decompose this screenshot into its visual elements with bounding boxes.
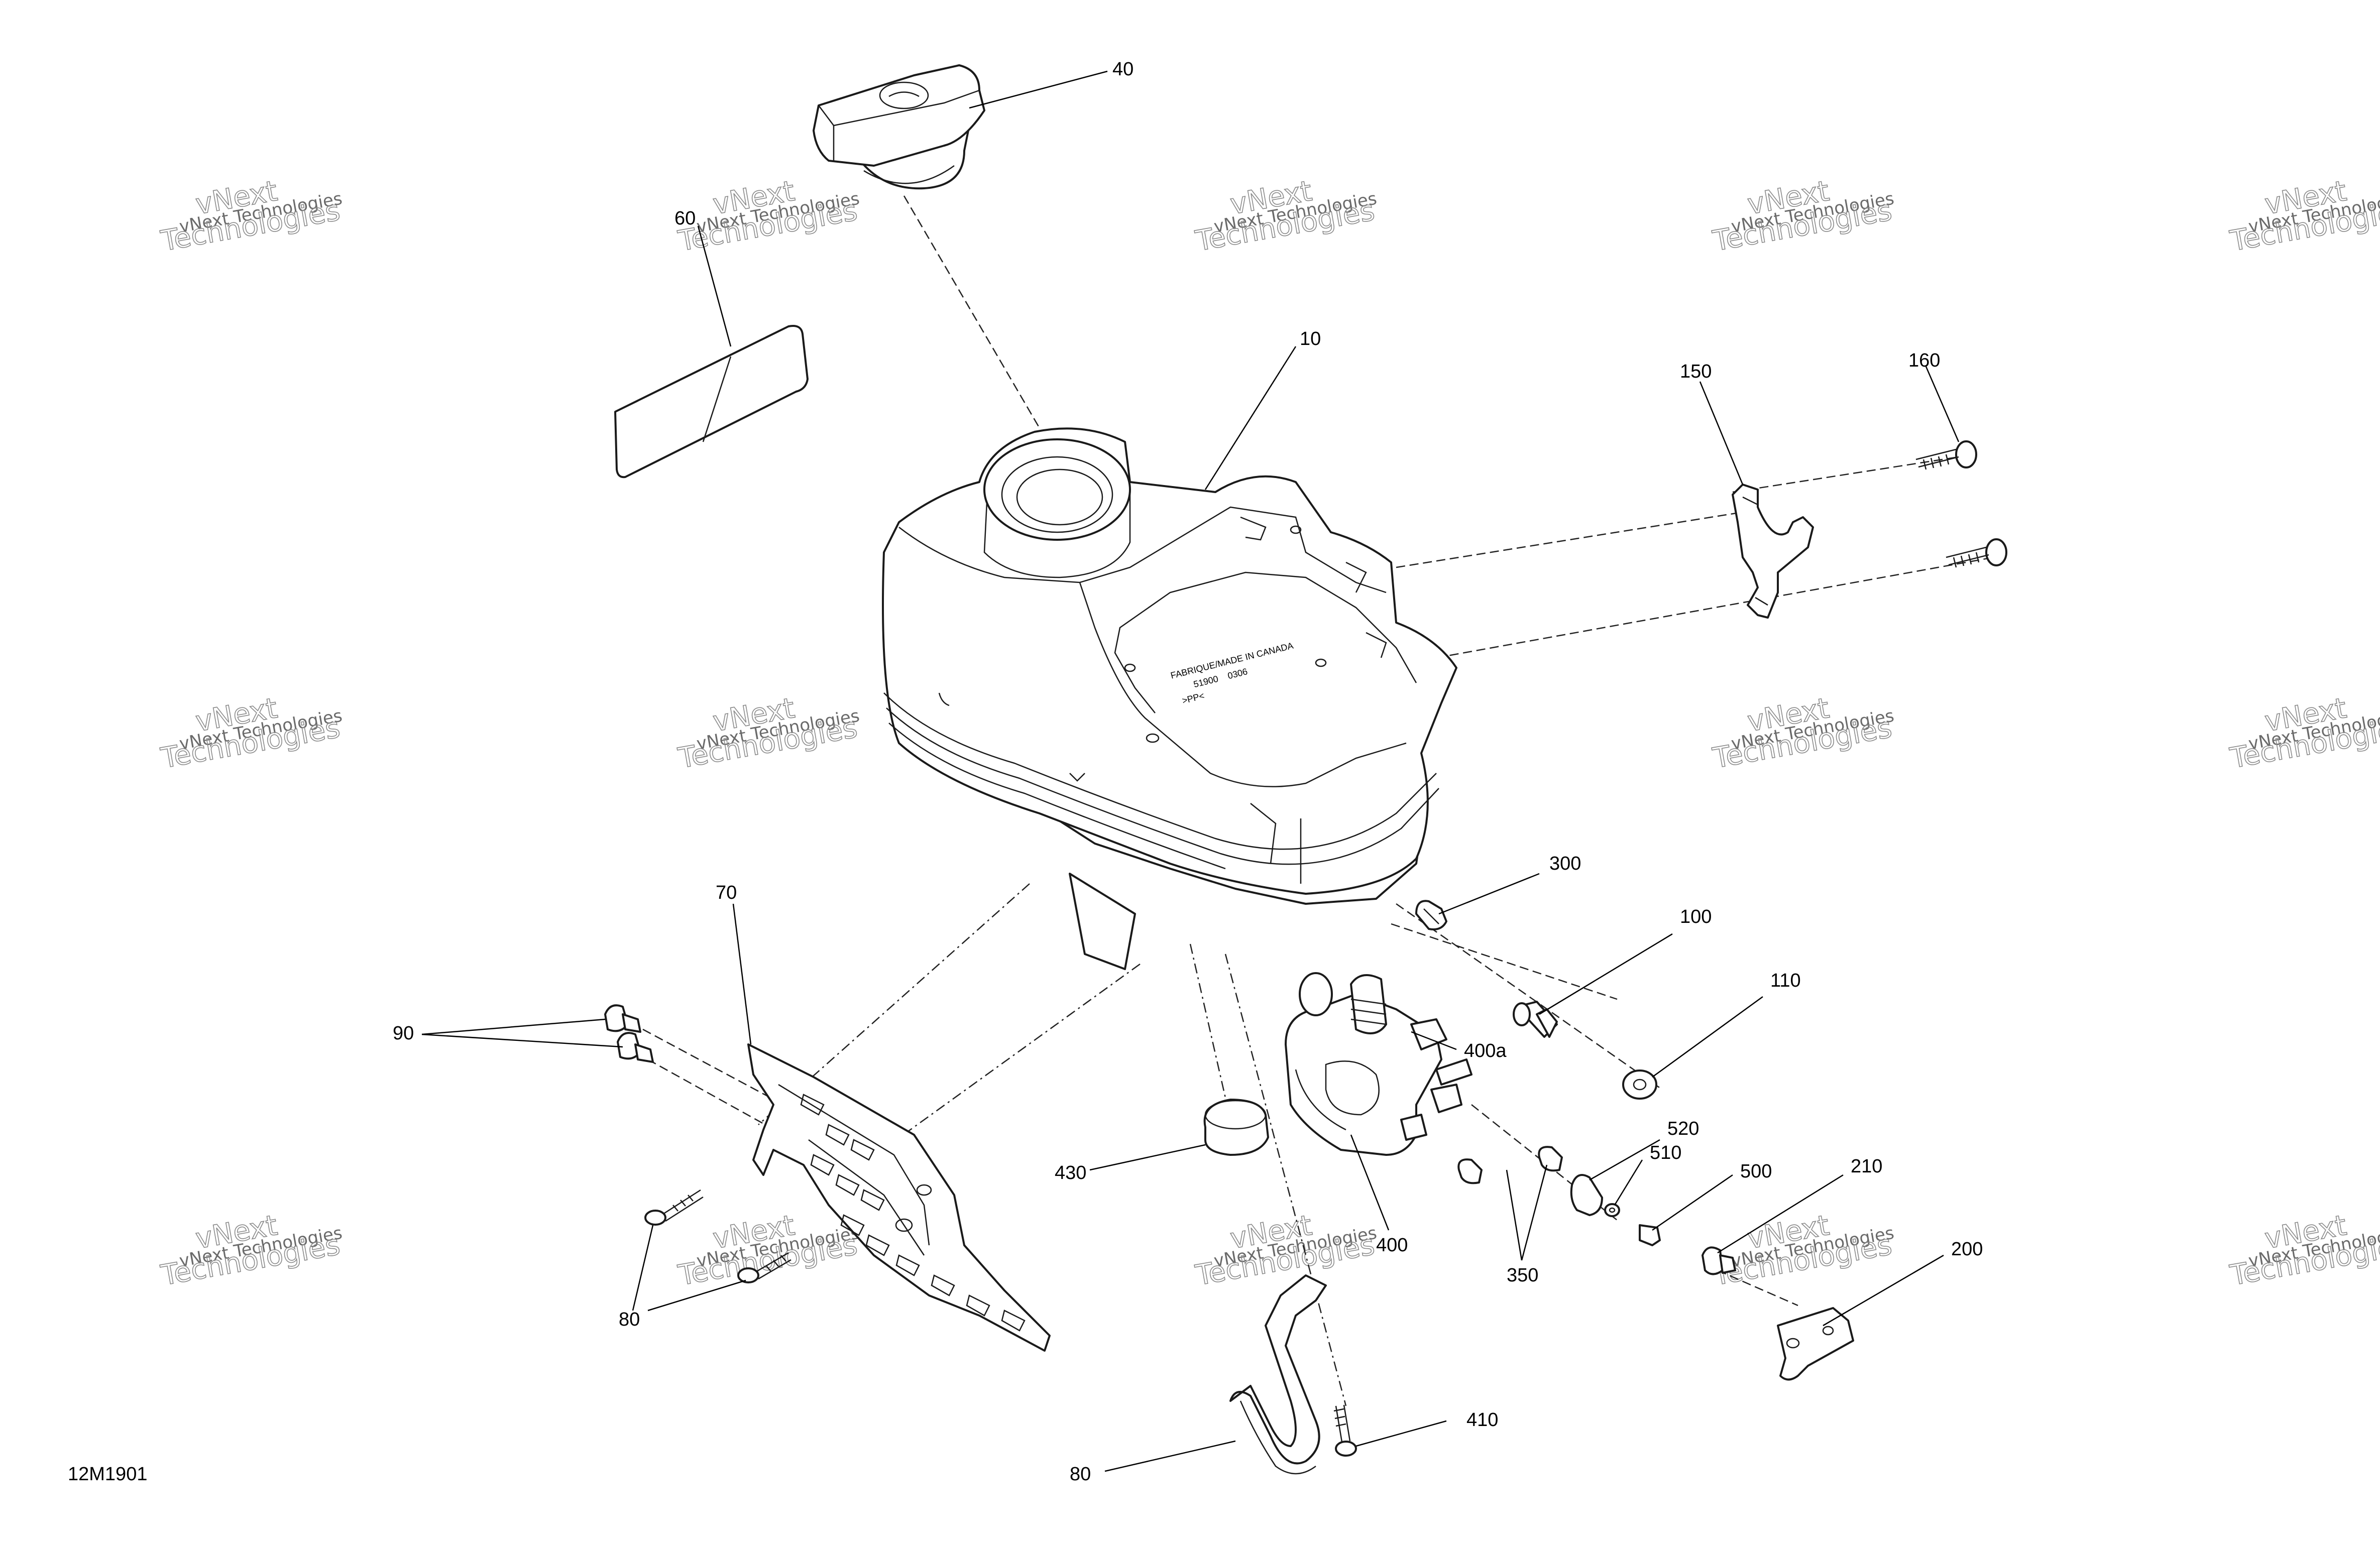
screw-80a-part [644,1189,704,1226]
fuel-tank-part: FABRIQUE/MADE IN CANADA 51900 0306 >PP< [882,427,1457,970]
bolt-90b-part [617,1032,654,1063]
callout-300: 300 [1549,853,1581,874]
callout-100: 100 [1680,906,1712,927]
hose-clamp-430-part [1203,1099,1269,1156]
bolt-100-part [1513,1001,1558,1038]
screw-500-part [1639,1224,1661,1246]
washer-110-part [1622,1070,1657,1100]
callout-40: 40 [1112,59,1134,80]
bracket-200-part [1777,1307,1854,1381]
callout-210: 210 [1851,1156,1882,1177]
fuel-cap-part [813,64,985,190]
callout-80-right: 410 [1466,1409,1498,1431]
callout-400a: 400a [1464,1040,1507,1061]
callout-400: 400 [1376,1235,1408,1256]
callout-430: 430 [1055,1162,1086,1183]
callout-90: 90 [393,1023,414,1044]
callout-labels: 40 60 10 150 160 300 100 110 70 90 400a … [68,59,1983,1485]
callout-350: 350 [1507,1265,1538,1286]
callout-10: 10 [1300,328,1321,349]
callout-110: 110 [1770,970,1801,991]
fuel-pump-400-part [1285,972,1472,1156]
callout-70: 70 [716,882,737,903]
washer-510-part [1604,1203,1620,1217]
skid-plate-70-part [747,1043,1051,1352]
callout-500: 500 [1740,1161,1772,1182]
screw-160b-part [1946,538,2007,568]
tank-strap-clamp-part [1732,484,1814,619]
screw-80c-part [1333,1404,1357,1457]
callout-60: 60 [674,208,696,229]
callout-410: 80 [1070,1464,1091,1485]
drawing-number: 12M1901 [68,1464,147,1485]
bolt-210-part [1702,1246,1736,1275]
hose-clip-300-part [1415,900,1447,930]
bracket-410-part [1229,1274,1327,1475]
screw-80b-part [737,1252,791,1283]
leader-lines [421,70,1960,1472]
grommet-520-part [1570,1174,1603,1216]
decal-label-part [614,325,809,479]
callout-520: 520 [1667,1118,1699,1139]
callout-160: 160 [1908,350,1940,371]
callout-510: 510 [1650,1142,1681,1163]
callout-150: 150 [1680,361,1712,382]
callout-80-left: 80 [619,1309,640,1330]
screw-160-part [1915,440,1977,470]
clip-350b-part [1538,1146,1563,1172]
clip-350a-part [1457,1158,1483,1184]
bolt-90a-part [604,1004,641,1033]
callout-200: 200 [1951,1239,1983,1260]
